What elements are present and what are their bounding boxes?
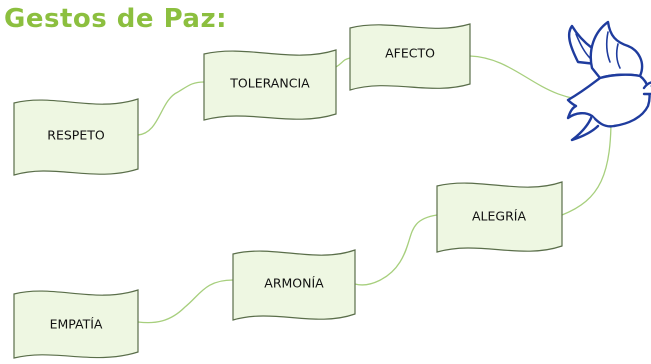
node-tolerancia: TOLERANCIA	[203, 49, 337, 121]
node-afecto: AFECTO	[349, 23, 471, 91]
svg-text:ALEGRÍA: ALEGRÍA	[472, 209, 526, 224]
connector-respeto-tolerancia	[137, 81, 205, 136]
connector-tolerancia-afecto	[335, 57, 351, 68]
connector-alegria-armonia	[354, 214, 438, 286]
svg-text:AFECTO: AFECTO	[385, 46, 435, 61]
connector-dove-alegria	[561, 109, 612, 216]
node-armonia: ARMONÍA	[232, 249, 356, 321]
page-title: Gestos de Paz:	[4, 4, 227, 34]
connector-armonia-empatia	[137, 279, 234, 324]
dove-of-peace-icon	[566, 20, 651, 142]
svg-text:EMPATÍA: EMPATÍA	[50, 317, 103, 332]
svg-text:RESPETO: RESPETO	[47, 128, 105, 143]
svg-text:ARMONÍA: ARMONÍA	[264, 276, 324, 291]
node-empatia: EMPATÍA	[13, 289, 139, 359]
node-respeto: RESPETO	[13, 98, 139, 176]
node-alegria: ALEGRÍA	[436, 181, 563, 253]
svg-text:TOLERANCIA: TOLERANCIA	[229, 76, 310, 91]
